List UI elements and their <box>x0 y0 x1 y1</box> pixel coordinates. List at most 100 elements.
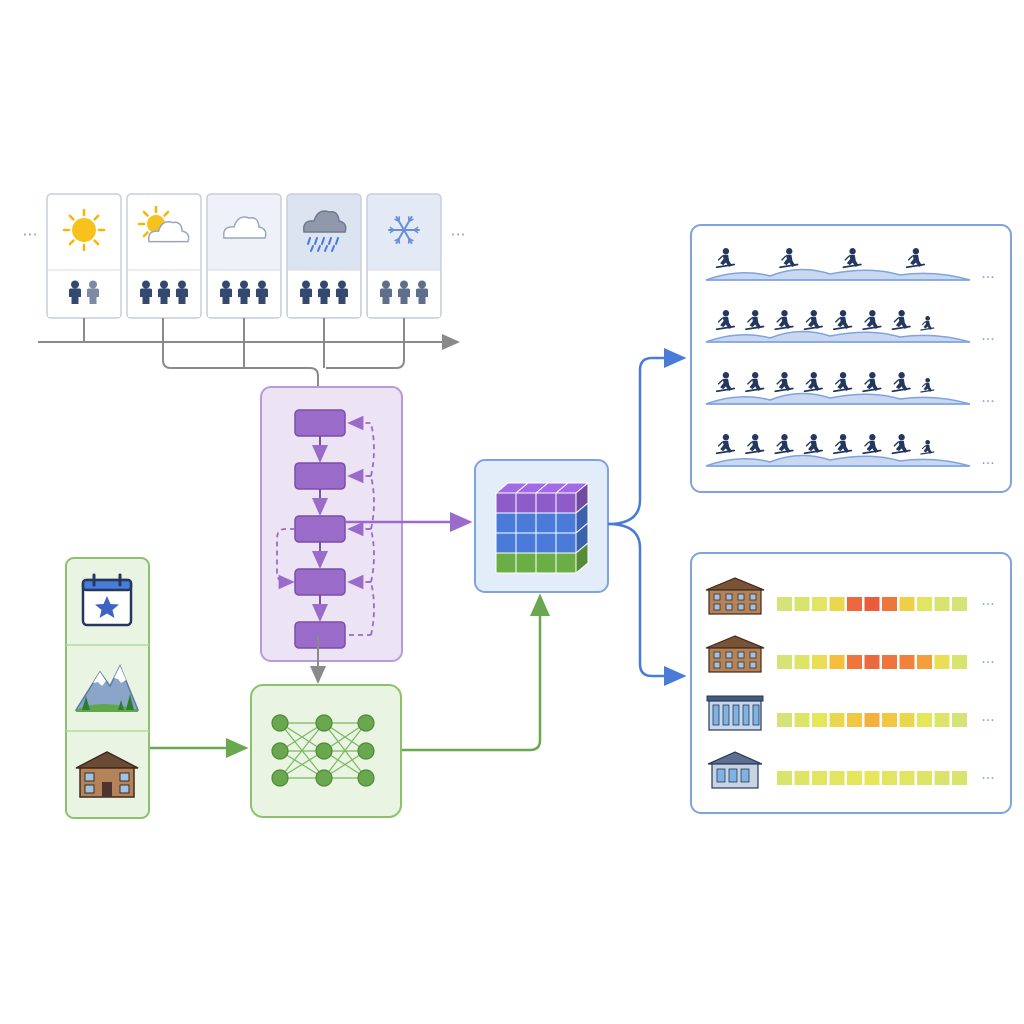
context-features-panel <box>65 557 150 819</box>
occupancy-cell <box>882 597 897 611</box>
skier-row: ··· <box>705 310 995 348</box>
slope-profile <box>705 330 971 343</box>
occupancy-cell <box>847 655 862 669</box>
occupancy-cell <box>812 713 827 727</box>
occupancy-cell <box>812 655 827 669</box>
recurrent-blocks <box>276 409 375 649</box>
row-ellipsis: ··· <box>981 332 994 348</box>
chalet-icon <box>707 751 763 789</box>
occupancy-cell <box>847 597 862 611</box>
tensor-cell-side <box>575 541 589 575</box>
occupancy-row: ··· <box>706 695 995 731</box>
cloud-icon <box>222 216 267 239</box>
nn-node <box>315 769 333 787</box>
occupancy-cell <box>812 597 827 611</box>
mountain-icon <box>74 664 140 712</box>
occupancy-cell <box>777 771 792 785</box>
occupancy-cell <box>917 655 932 669</box>
occupancy-cell <box>952 713 967 727</box>
occupancy-cell <box>899 771 915 785</box>
tensor-cell <box>535 512 557 534</box>
tensor-cell <box>495 552 517 574</box>
occupancy-cell <box>899 597 915 611</box>
occupancy-row: ··· <box>705 635 995 673</box>
nn-node <box>271 742 289 760</box>
sun-icon <box>62 208 106 252</box>
tensor-cell <box>555 492 577 514</box>
occupancy-cell <box>899 655 915 669</box>
occupancy-cell <box>952 771 967 785</box>
network-to-tensor-arrow <box>402 593 550 752</box>
tensor-cell <box>495 492 517 514</box>
lodge-icon <box>75 751 139 798</box>
nn-edge <box>323 722 367 779</box>
rain-cloud-icon <box>302 210 347 252</box>
visitor-count-icons <box>140 280 188 304</box>
nn-edge <box>279 722 325 752</box>
occupancy-cell <box>917 771 932 785</box>
visitor-count-icons <box>300 280 348 304</box>
occupancy-cell <box>952 655 967 669</box>
occupancy-cell <box>934 655 950 669</box>
skier-forecast-box <box>690 224 1012 493</box>
occupancy-rows: ··· ··· ··· ··· <box>705 577 995 789</box>
occupancy-cell <box>934 771 950 785</box>
occupancy-cell <box>952 597 967 611</box>
tensor-cell <box>535 492 557 514</box>
occupancy-cell <box>829 713 845 727</box>
nn-edge <box>279 722 325 779</box>
weather-history-strip: ······ <box>22 193 466 319</box>
occupancy-cell <box>847 771 862 785</box>
occupancy-cell <box>777 713 792 727</box>
occupancy-cell <box>934 597 950 611</box>
occupancy-forecast-panel: ··· ··· ··· ··· <box>690 552 1012 814</box>
row-ellipsis: ··· <box>981 713 994 729</box>
row-ellipsis: ··· <box>981 597 994 613</box>
skip-loop <box>276 528 295 590</box>
tensor-cell <box>515 492 537 514</box>
recurrent-loop <box>347 468 375 530</box>
occupancy-cell <box>917 713 932 727</box>
occupancy-cell <box>917 597 932 611</box>
weather-card-sunny <box>46 193 122 319</box>
row-ellipsis: ··· <box>981 270 994 286</box>
nn-node <box>271 769 289 787</box>
sequence-model-panel <box>260 386 403 662</box>
slope-profile <box>705 392 971 405</box>
tensor-cell <box>495 512 517 534</box>
occupancy-cell <box>794 713 810 727</box>
lodge-icon <box>705 635 765 673</box>
occupancy-cell <box>882 713 897 727</box>
calendar-star-icon <box>81 573 133 627</box>
skier-row: ··· <box>705 372 995 410</box>
row-ellipsis: ··· <box>981 456 994 472</box>
occupancy-cell <box>794 597 810 611</box>
weather-card-snow <box>366 193 442 319</box>
recurrent-block <box>294 409 346 437</box>
occupancy-cell <box>794 655 810 669</box>
occupancy-cell <box>899 713 915 727</box>
occupancy-forecast-box <box>690 552 1012 814</box>
tensor-to-skiers-arrow <box>607 348 687 526</box>
occupancy-cell <box>847 713 862 727</box>
recurrent-block <box>294 462 346 490</box>
occupancy-cell <box>777 597 792 611</box>
connector <box>326 342 405 369</box>
ellipsis-left: ··· <box>22 225 37 244</box>
row-ellipsis: ··· <box>981 655 994 671</box>
skier-row: ··· <box>705 248 995 286</box>
occupancy-cell <box>794 771 810 785</box>
tensor-cell <box>515 512 537 534</box>
neural-network-graph <box>271 714 375 787</box>
snowflake-icon <box>388 216 420 244</box>
tensor-to-occupancy-arrow <box>607 522 687 686</box>
recurrent-loop <box>347 574 375 636</box>
skier-forecast-panel: ··· ··· ··· ··· <box>690 224 1012 493</box>
nn-edge <box>279 750 325 779</box>
nn-node <box>357 769 375 787</box>
nn-node <box>315 714 333 732</box>
tensor-cell <box>555 552 577 574</box>
row-ellipsis: ··· <box>981 771 994 787</box>
occupancy-cell <box>864 597 880 611</box>
